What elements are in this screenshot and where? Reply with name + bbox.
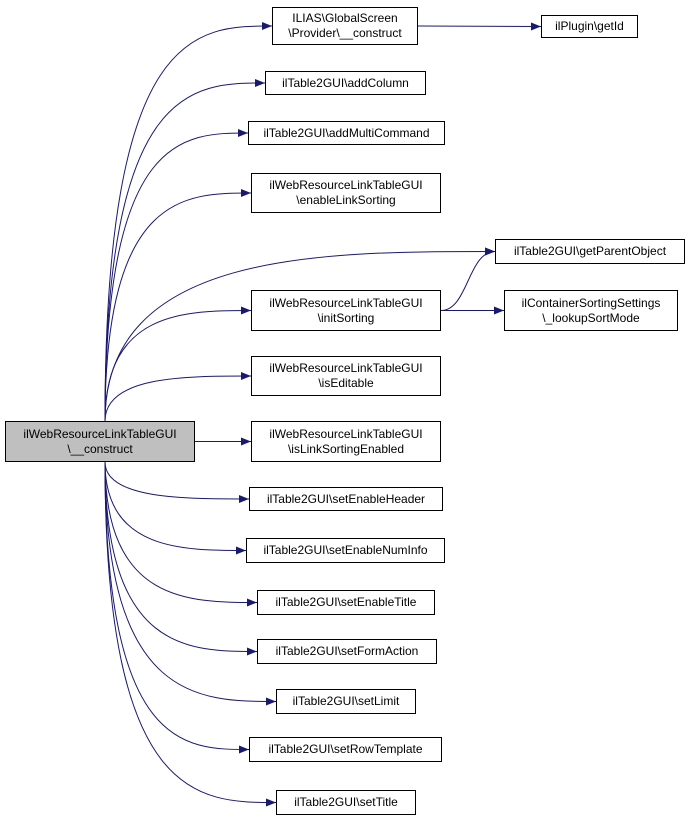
node-label-line1: ILIAS\GlobalScreen: [292, 11, 398, 25]
node-label-line1: ilContainerSortingSettings: [521, 295, 661, 310]
node-label: ilTable2GUI\addColumn: [282, 75, 409, 90]
node-label-line2: \isLinkSortingEnabled: [287, 441, 405, 456]
node-addcolumn[interactable]: ilTable2GUI\addColumn: [265, 71, 426, 95]
edge-initsorting-to-getparentobject: [440, 247, 496, 311]
node-lookupsortmode[interactable]: ilContainerSortingSettings \_lookupSortM…: [504, 290, 678, 331]
node-label-line2: \enableLinkSorting: [296, 193, 396, 207]
node-getparentobject[interactable]: ilTable2GUI\getParentObject: [495, 239, 685, 264]
edge-root-to-setlimit: [104, 461, 277, 706]
node-label-line2: \_lookupSortMode: [542, 310, 640, 325]
node-label-line1: ilWebResourceLinkTableGUI: [269, 295, 423, 310]
node-label-line2: \__construct: [67, 441, 133, 456]
edge-root-to-setenablenuminfo: [104, 461, 247, 555]
edge-root-to-addcolumn: [104, 79, 266, 422]
node-label: ilTable2GUI\setEnableNumInfo: [263, 543, 428, 557]
edge-root-to-setenabletitle: [104, 461, 258, 607]
node-label: ilTable2GUI\setLimit: [292, 694, 400, 708]
node-enablelinksorting[interactable]: ilWebResourceLinkTableGUI \enableLinkSor…: [251, 173, 441, 213]
edge-root-to-setformaction: [104, 461, 258, 656]
edge-root-to-ilias_provider_construct: [104, 22, 273, 422]
node-label-line1: ilWebResourceLinkTableGUI: [269, 361, 423, 375]
edge-root-to-addmulticommand: [104, 129, 249, 422]
node-setrowtemplate[interactable]: ilTable2GUI\setRowTemplate: [249, 737, 442, 762]
node-setenablenuminfo[interactable]: ilTable2GUI\setEnableNumInfo: [246, 538, 445, 563]
edge-root-to-initsorting: [104, 306, 252, 422]
node-label: ilTable2GUI\setTitle: [294, 795, 398, 809]
node-label: ilTable2GUI\setFormAction: [275, 644, 419, 658]
node-setenableheader[interactable]: ilTable2GUI\setEnableHeader: [249, 487, 443, 511]
node-islinksortingenabled[interactable]: ilWebResourceLinkTableGUI \isLinkSorting…: [251, 421, 441, 462]
node-ilplugin-getid[interactable]: ilPlugin\getId: [541, 15, 638, 38]
node-label: ilTable2GUI\setEnableHeader: [266, 491, 426, 506]
edge-ilias_provider_construct-to-ilplugin_getid: [417, 22, 542, 31]
edge-root-to-setrowtemplate: [104, 461, 250, 754]
node-label-line1: ilWebResourceLinkTableGUI: [23, 426, 177, 441]
node-label-line1: ilWebResourceLinkTableGUI: [269, 178, 423, 192]
edge-root-to-settitle: [104, 461, 277, 807]
node-iseditable[interactable]: ilWebResourceLinkTableGUI \isEditable: [251, 356, 441, 396]
node-setlimit[interactable]: ilTable2GUI\setLimit: [276, 689, 416, 714]
node-root-construct: ilWebResourceLinkTableGUI \__construct: [5, 421, 195, 462]
edge-root-to-enablelinksorting: [104, 189, 252, 422]
node-ilias-provider-construct[interactable]: ILIAS\GlobalScreen \Provider\__construct: [272, 7, 418, 45]
node-label: ilTable2GUI\setEnableTitle: [275, 595, 417, 609]
node-label-line1: ilWebResourceLinkTableGUI: [269, 426, 423, 441]
node-setformaction[interactable]: ilTable2GUI\setFormAction: [257, 639, 437, 664]
node-label-line2: \initSorting: [317, 310, 375, 325]
node-setenabletitle[interactable]: ilTable2GUI\setEnableTitle: [257, 590, 435, 615]
node-label: ilTable2GUI\setRowTemplate: [268, 742, 423, 756]
node-initsorting[interactable]: ilWebResourceLinkTableGUI \initSorting: [251, 290, 441, 331]
node-label: ilPlugin\getId: [555, 19, 624, 33]
node-label-line2: \Provider\__construct: [288, 26, 402, 40]
edge-root-to-iseditable: [104, 372, 252, 422]
node-label-line2: \isEditable: [318, 376, 374, 390]
node-label: ilTable2GUI\getParentObject: [513, 244, 667, 258]
edge-root-to-setenableheader: [104, 461, 250, 503]
node-settitle[interactable]: ilTable2GUI\setTitle: [276, 790, 416, 815]
node-addmulticommand[interactable]: ilTable2GUI\addMultiCommand: [248, 121, 445, 145]
node-label: ilTable2GUI\addMultiCommand: [263, 125, 430, 140]
